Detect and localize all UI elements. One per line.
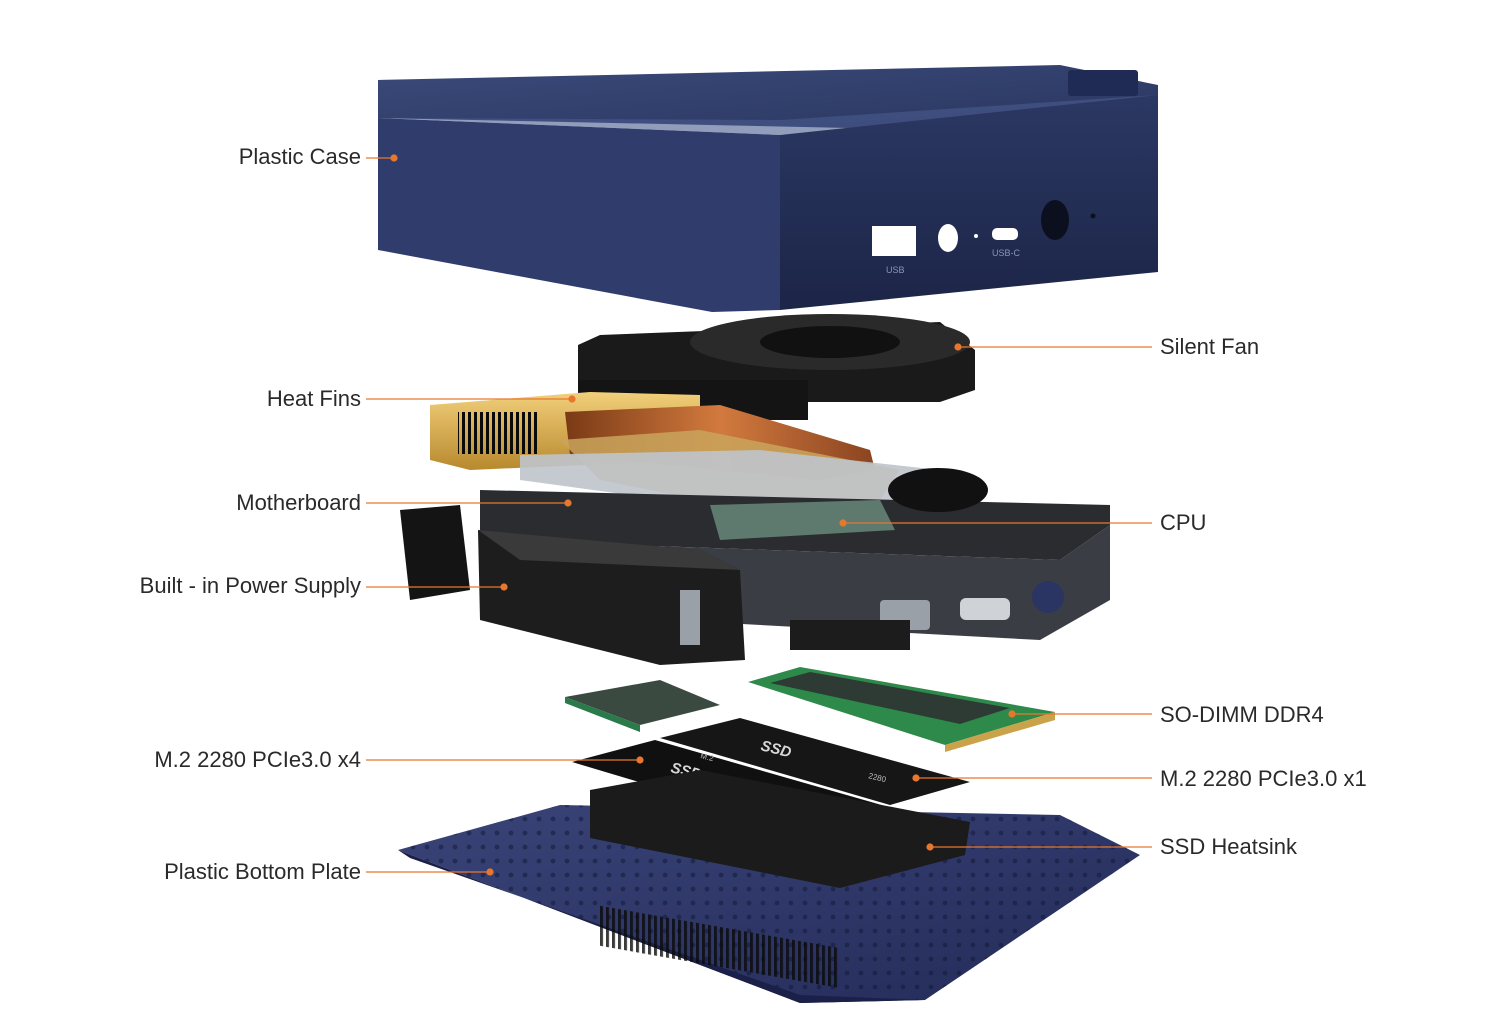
- label-cpu: CPU: [1160, 510, 1207, 535]
- leader-lines: [366, 154, 1152, 876]
- heat-fins-part: [430, 392, 940, 510]
- ssd-stick-x1: SSD 2280: [660, 718, 970, 805]
- ssd-size-text: 2280: [868, 771, 888, 784]
- label-bottom-plate: Plastic Bottom Plate: [164, 859, 361, 884]
- ssd-brand-text: SSD: [759, 737, 793, 761]
- so-dimm-part: [748, 667, 1055, 752]
- plastic-case-part: USB USB-C: [378, 65, 1158, 312]
- usb-c-port-label: USB-C: [992, 248, 1021, 258]
- label-heat-fins: Heat Fins: [266, 386, 361, 411]
- label-m2-x1: M.2 2280 PCIe3.0 x1: [1160, 766, 1367, 791]
- label-so-dimm: SO-DIMM DDR4: [1160, 702, 1324, 727]
- label-ssd-heatsink: SSD Heatsink: [1160, 834, 1297, 859]
- usb-c-port: [992, 228, 1018, 240]
- audio-jack: [938, 224, 958, 252]
- label-motherboard: Motherboard: [236, 490, 361, 515]
- label-silent-fan: Silent Fan: [1160, 334, 1260, 359]
- label-plastic-case: Plastic Case: [238, 144, 361, 169]
- ssd-form-text: M.2: [700, 751, 716, 763]
- logo-badge: [1068, 70, 1138, 96]
- label-m2-x4: M.2 2280 PCIe3.0 x4: [154, 747, 361, 772]
- power-button: [1041, 200, 1069, 240]
- usb-port-label: USB: [886, 265, 905, 275]
- usb-port: [872, 226, 916, 256]
- ssd-heatsink-part: [590, 770, 970, 989]
- label-power-supply: Built - in Power Supply: [139, 573, 361, 598]
- cpu-chip: [710, 500, 895, 540]
- power-supply-part: [400, 505, 745, 665]
- m2-small-ssd-part: [565, 680, 720, 732]
